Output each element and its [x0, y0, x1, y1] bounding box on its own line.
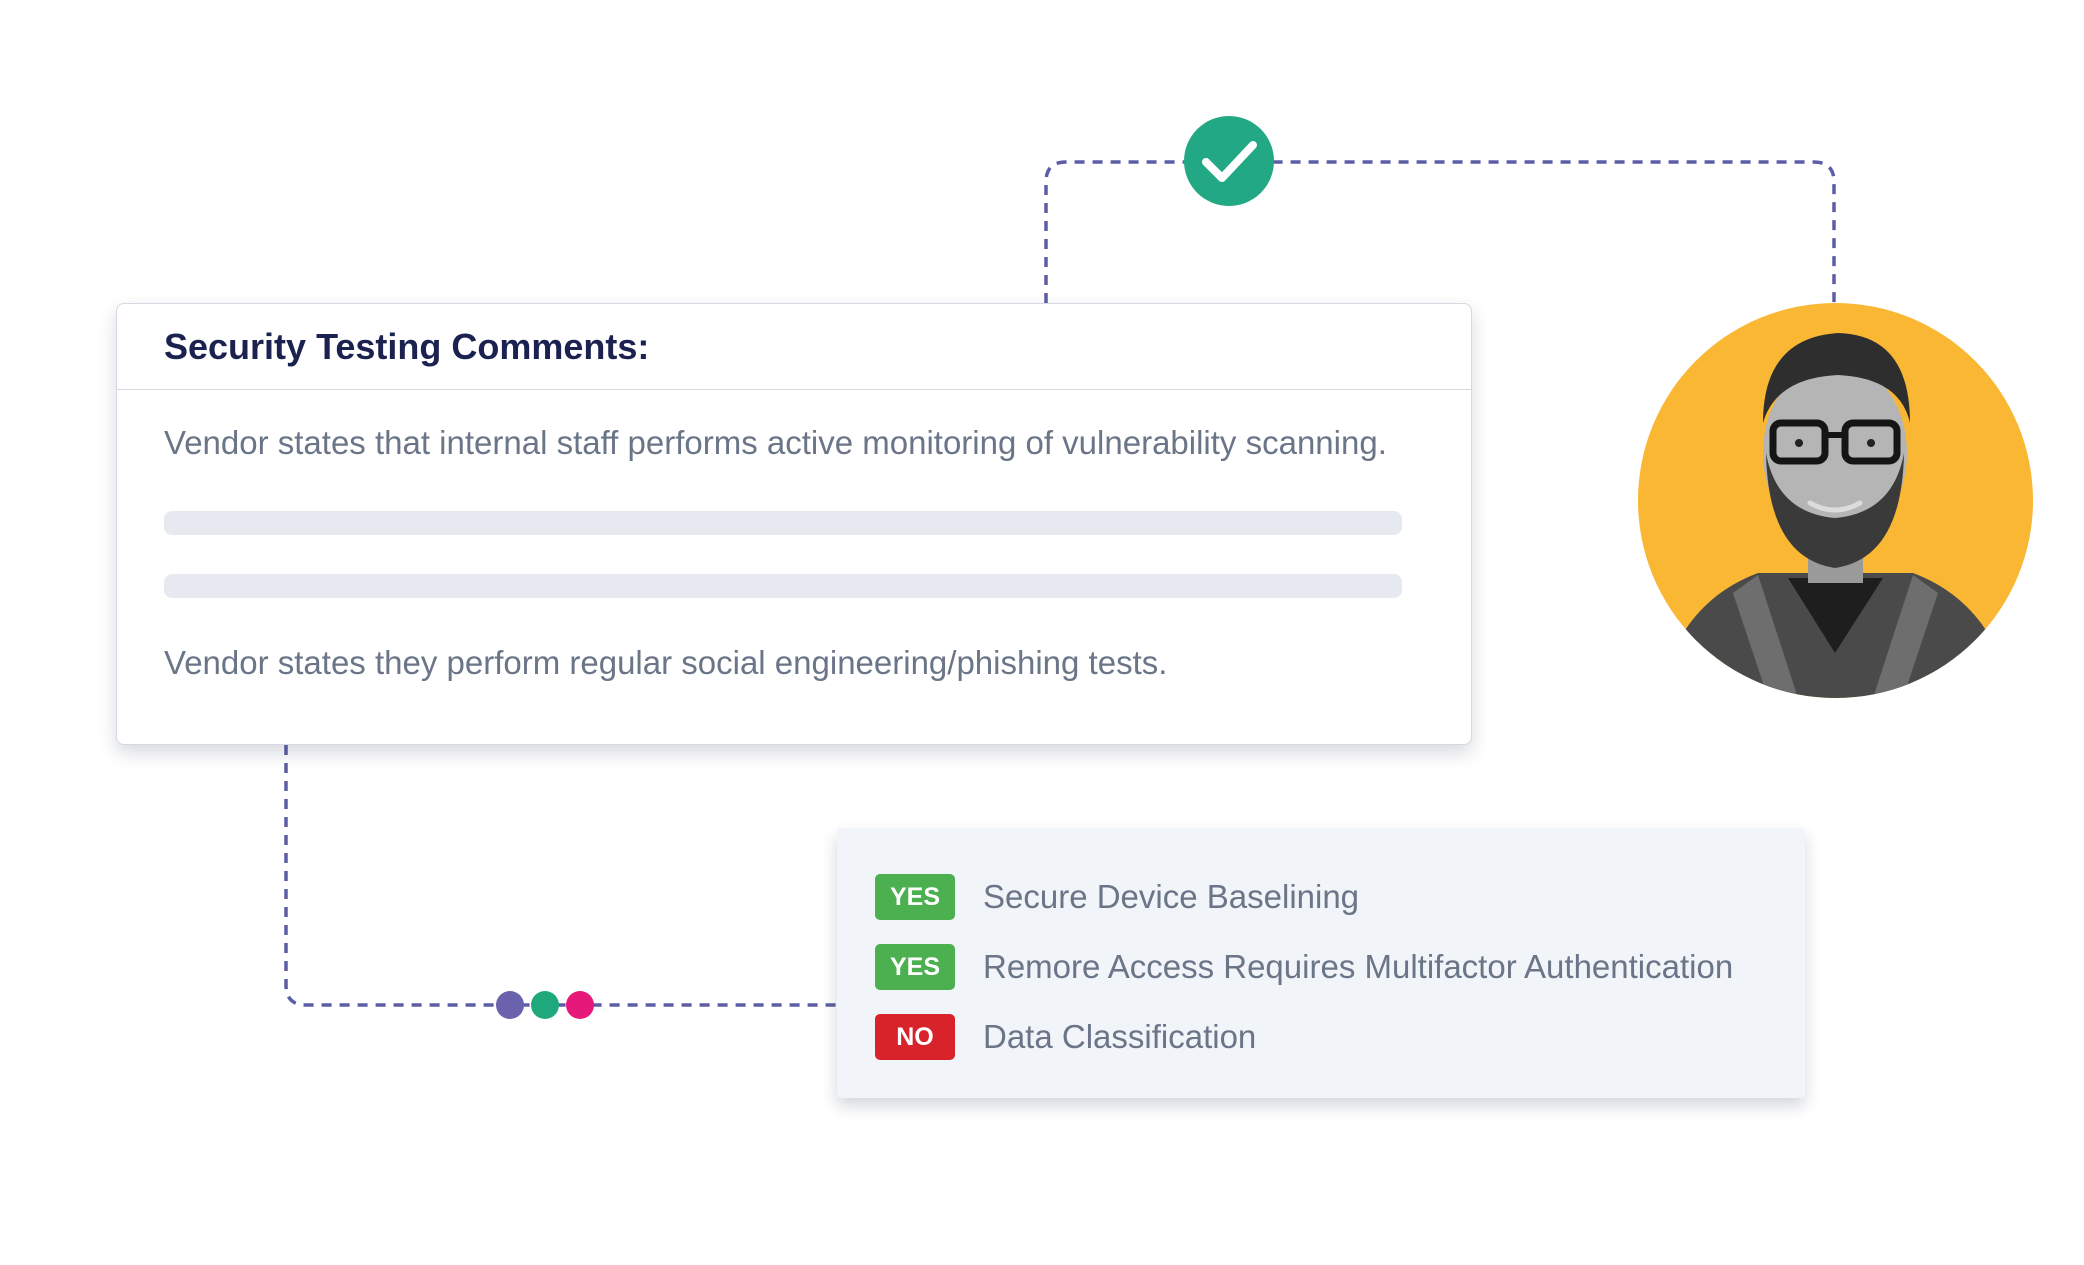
- checklist-connector: [284, 745, 837, 1007]
- comment-text: Vendor states they perform regular socia…: [164, 644, 1168, 681]
- card-title: Security Testing Comments:: [164, 325, 650, 367]
- dot-purple: [496, 991, 524, 1019]
- check-circle-icon: [1184, 116, 1274, 206]
- approval-connector: [1044, 160, 1836, 303]
- placeholder-line: [164, 511, 1402, 535]
- checklist-label: Remore Access Requires Multifactor Authe…: [983, 948, 1734, 985]
- checklist-item: NO Data Classification: [875, 1013, 1256, 1061]
- status-badge: YES: [875, 944, 955, 990]
- security-comments-card: Security Testing Comments: Vendor states…: [116, 303, 1472, 745]
- dot-pink: [566, 991, 594, 1019]
- avatar-portrait: [1658, 333, 2013, 698]
- card-header: Security Testing Comments:: [117, 304, 1471, 390]
- status-badge: NO: [875, 1014, 955, 1060]
- checklist-label: Data Classification: [983, 1018, 1257, 1055]
- dot-green: [531, 991, 559, 1019]
- checklist-item: YES Remore Access Requires Multifactor A…: [875, 943, 1733, 991]
- placeholder-line: [164, 574, 1402, 598]
- checklist-label: Secure Device Baselining: [983, 878, 1360, 915]
- comment-text: Vendor states that internal staff perfor…: [164, 424, 1387, 461]
- status-badge: YES: [875, 874, 955, 920]
- reviewer-avatar: [1638, 303, 2033, 698]
- checklist-item: YES Secure Device Baselining: [875, 873, 1359, 921]
- control-checklist: YES Secure Device Baselining YES Remore …: [837, 828, 1805, 1098]
